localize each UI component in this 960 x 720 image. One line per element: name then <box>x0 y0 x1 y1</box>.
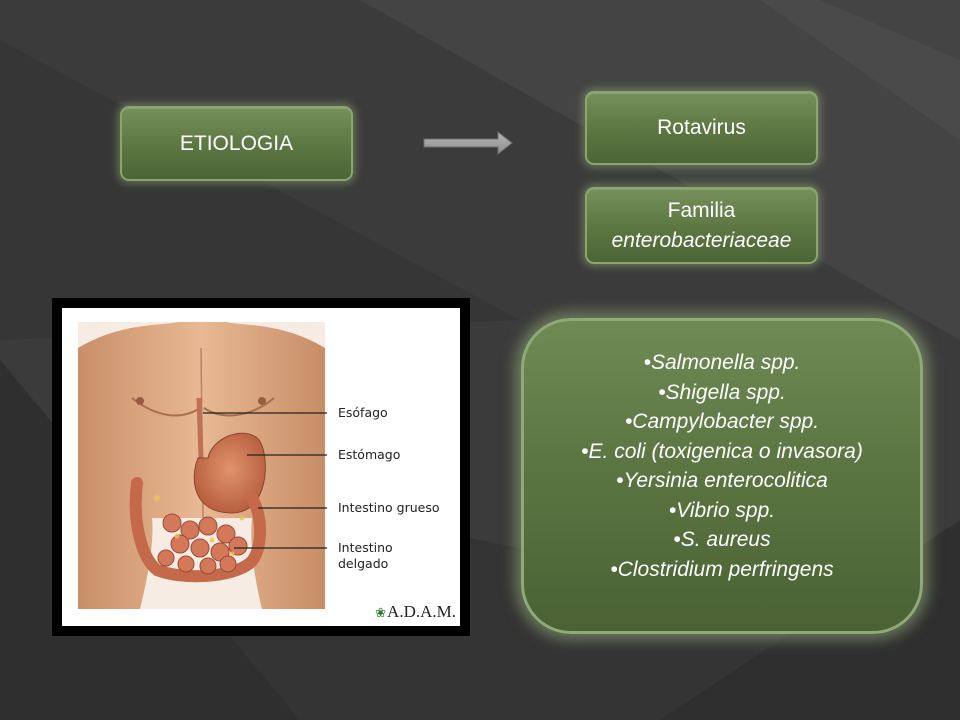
familia-box: Familia enterobacteriaceae <box>585 187 818 264</box>
anatomy-image-frame: Esófago Estómago Intestino grueso Intest… <box>52 298 470 636</box>
adam-logo: ❀A.D.A.M. <box>375 602 456 622</box>
pathogen-list-box: •Salmonella spp. •Shigella spp. •Campylo… <box>521 318 923 634</box>
etiologia-label: ETIOLOGIA <box>179 131 294 155</box>
label-esofago: Esófago <box>338 405 388 420</box>
label-intestino-delgado-1: Intestino <box>338 540 393 555</box>
rotavirus-box: Rotavirus <box>585 91 818 165</box>
arrow-icon <box>423 130 513 156</box>
label-intestino-grueso: Intestino grueso <box>338 500 440 515</box>
label-intestino-delgado-2: delgado <box>338 556 389 571</box>
list-item: •Campylobacter spp. <box>624 410 820 433</box>
rotavirus-label: Rotavirus <box>657 116 746 139</box>
pathogen-list: •Salmonella spp. •Shigella spp. •Campylo… <box>524 348 920 584</box>
leaf-icon: ❀ <box>375 605 387 620</box>
list-item: •E. coli (toxigenica o invasora) <box>581 439 863 463</box>
label-estomago: Estómago <box>338 447 401 462</box>
familia-line1: Familia <box>667 198 736 222</box>
list-item: •Salmonella spp. <box>643 351 801 374</box>
list-item: •S. aureus <box>673 528 771 551</box>
list-item: •Yersinia enterocolitica <box>616 469 828 492</box>
list-item: •Shigella spp. <box>658 380 786 404</box>
adam-logo-text: A.D.A.M. <box>387 602 456 621</box>
anatomy-image: Esófago Estómago Intestino grueso Intest… <box>62 308 460 626</box>
list-item: •Clostridium perfringens <box>610 557 834 581</box>
list-item: •Vibrio spp. <box>668 498 776 522</box>
digestive-system-illustration <box>78 322 327 609</box>
etiologia-box: ETIOLOGIA <box>120 106 353 181</box>
familia-line2: enterobacteriaceae <box>611 228 792 252</box>
